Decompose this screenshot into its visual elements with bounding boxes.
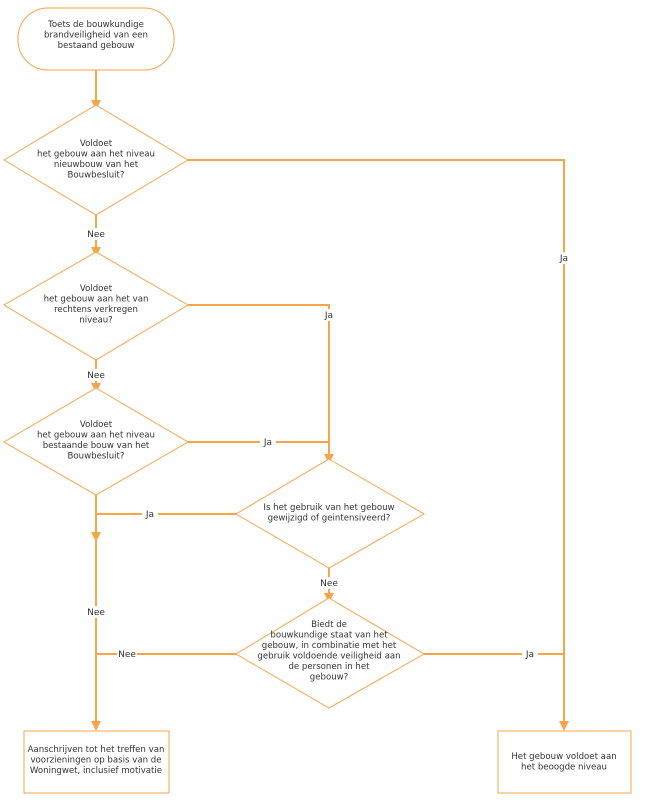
text-line: de personen in het — [288, 662, 370, 672]
connectors — [91, 70, 569, 731]
text-line: het gebouw aan het van — [44, 295, 149, 305]
label-bg — [260, 436, 276, 448]
text-line: gebouw? — [310, 673, 349, 683]
text-line: Het gebouw voldoet aan — [511, 752, 616, 762]
label-bg — [556, 252, 572, 264]
text-line: Is het gebruik van het gebouw — [263, 503, 394, 513]
text-line: het gebouw aan het niveau — [37, 150, 155, 160]
edge-q1-ja — [188, 159, 569, 731]
decision-q2 — [3, 251, 189, 361]
end-left-box — [23, 730, 170, 794]
text-line: bouwkundige staat van het — [270, 631, 388, 641]
text-line: bestaand gebouw — [58, 41, 135, 51]
text-line: het gebouw aan het niveau — [37, 431, 155, 441]
decision-q3 — [3, 387, 189, 496]
label-bg — [142, 508, 158, 520]
junction-arrowhead — [91, 532, 101, 542]
text-line: Bouwbesluit? — [67, 452, 124, 462]
text-line: Toets de bouwkundige — [47, 20, 144, 30]
text-line: Woningwet, inclusief motivatie — [30, 766, 162, 776]
edge-label-q4-nee: Nee — [320, 579, 338, 589]
text-line: gewijzigd of geintensiveerd? — [268, 514, 391, 524]
text-line: rechtens verkregen — [54, 305, 138, 315]
start-terminator — [17, 7, 175, 71]
text-line: het beoogde niveau — [521, 763, 607, 773]
text-line: voorzieningen op basis van de — [30, 756, 161, 766]
text-line: Voldoet — [80, 420, 113, 430]
text-line: nieuwbouw van het — [54, 160, 139, 170]
text-line: bestaande bouw van het — [43, 441, 150, 451]
label-bg — [117, 648, 137, 660]
edge-label-q3-ja: Ja — [263, 438, 272, 448]
edge-label-q4-ja: Ja — [145, 510, 154, 520]
edge-q2-ja — [188, 304, 334, 464]
label-bg — [86, 606, 106, 618]
edge-label-q5-nee: Nee — [118, 650, 136, 660]
text-line: niveau? — [79, 316, 112, 326]
edge-label-q1-ja: Ja — [559, 254, 568, 264]
text-line: Bouwbesluit? — [67, 171, 124, 181]
text-line: Voldoet — [80, 284, 113, 294]
edge-label-q5-ja: Ja — [525, 650, 534, 660]
text-line: gebouw, in combinatie met het — [262, 641, 397, 651]
text-line: Aanschrijven tot het treffen van — [28, 745, 165, 755]
end-right-box — [497, 730, 632, 794]
text-line: Biedt de — [311, 620, 347, 630]
label-bg — [86, 369, 106, 381]
label-bg — [522, 648, 538, 660]
decision-q1 — [3, 104, 189, 216]
label-bg — [319, 577, 339, 589]
edge-label-q2-nee: Nee — [87, 371, 105, 381]
edge-label-q1-nee: Nee — [87, 230, 105, 240]
decision-q5 — [235, 597, 425, 709]
text-line: brandveiligheid van een — [44, 31, 148, 41]
label-bg — [86, 228, 106, 240]
label-bg — [321, 309, 337, 321]
edge-label-q3-nee: Nee — [87, 608, 105, 618]
edge-labels: Nee Ja Nee Ja Ja Ja Nee Nee Nee Ja — [86, 228, 572, 660]
text-line: gebruik voldoende veiligheid aan — [257, 652, 400, 662]
edge-label-q2-ja: Ja — [324, 311, 333, 321]
decision-q4 — [235, 458, 426, 569]
text-line: Voldoet — [80, 139, 113, 149]
